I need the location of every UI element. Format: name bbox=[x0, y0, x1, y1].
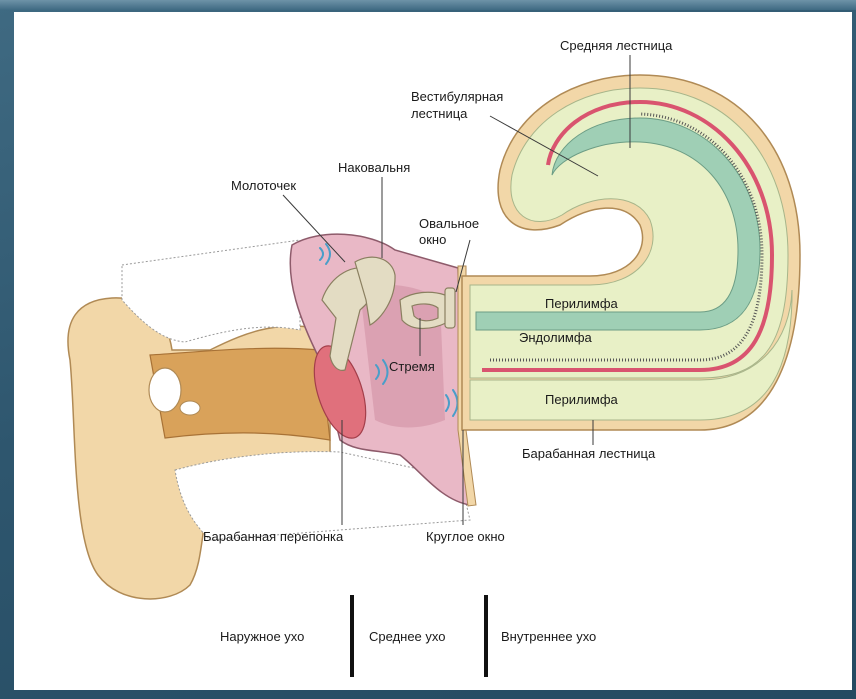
label-perilymph-bottom: Перилимфа bbox=[545, 392, 619, 407]
label-tympanic-membrane: Барабанная перепонка bbox=[203, 529, 344, 544]
label-scala-tympani: Барабанная лестница bbox=[522, 446, 656, 461]
label-round-window: Круглое окно bbox=[426, 529, 505, 544]
label-endolymph: Эндолимфа bbox=[519, 330, 593, 345]
label-oval-window-2: окно bbox=[419, 232, 446, 247]
label-malleus: Молоточек bbox=[231, 178, 296, 193]
label-oval-window-1: Овальное bbox=[419, 216, 479, 231]
divider-outer-middle bbox=[350, 595, 354, 677]
mastoid-cell bbox=[149, 368, 181, 412]
label-perilymph-top: Перилимфа bbox=[545, 296, 619, 311]
section-outer-ear: Наружное ухо bbox=[220, 629, 304, 644]
stapes-footplate bbox=[445, 288, 455, 328]
mastoid-cell bbox=[180, 401, 200, 415]
auricle bbox=[68, 298, 330, 599]
label-scala-vestibuli-2: лестница bbox=[411, 106, 468, 121]
section-inner-ear: Внутреннее ухо bbox=[501, 629, 596, 644]
label-stapes: Стремя bbox=[389, 359, 435, 374]
divider-middle-inner bbox=[484, 595, 488, 677]
section-middle-ear: Среднее ухо bbox=[369, 629, 445, 644]
label-scala-vestibuli-1: Вестибулярная bbox=[411, 89, 503, 104]
label-scala-media: Средняя лестница bbox=[560, 38, 673, 53]
label-incus: Наковальня bbox=[338, 160, 410, 175]
